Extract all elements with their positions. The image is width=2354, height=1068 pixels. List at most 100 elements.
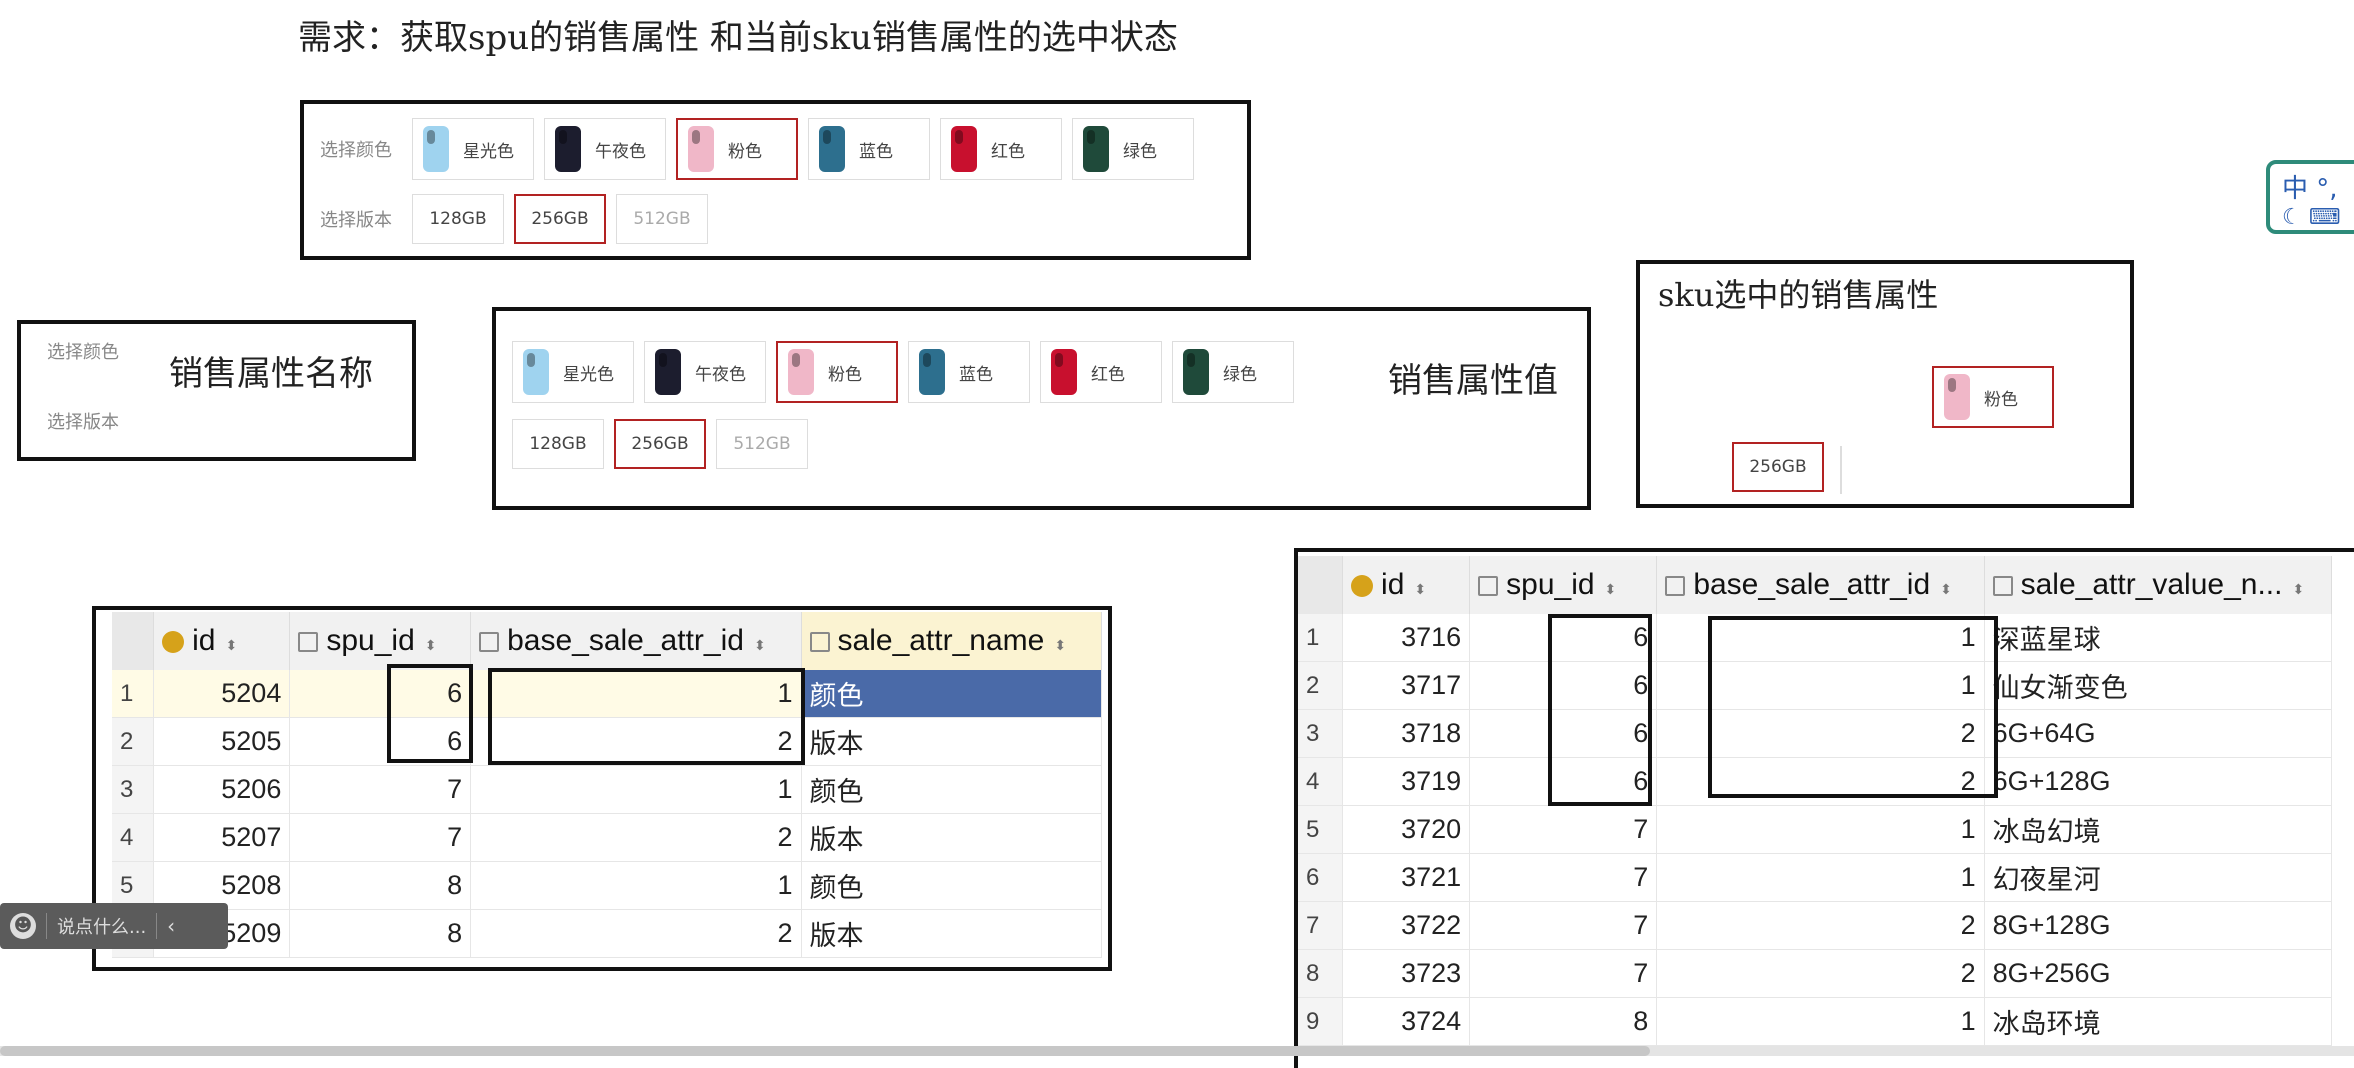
version-option[interactable]: 512GB <box>716 419 808 469</box>
cell-spu-id[interactable]: 6 <box>289 670 472 718</box>
cell-spu-id[interactable]: 7 <box>1469 949 1658 998</box>
cell-base-sale-attr-id[interactable]: 1 <box>470 670 802 718</box>
cell-sale-attr-value-name[interactable]: 冰岛幻境 <box>1984 805 2333 854</box>
version-option[interactable]: 512GB <box>616 194 708 244</box>
cell-base-sale-attr-id[interactable]: 1 <box>470 861 802 910</box>
scrollbar-thumb[interactable] <box>0 1046 1650 1056</box>
sort-icon[interactable]: ⬍ <box>225 637 238 653</box>
color-option[interactable]: 绿色 <box>1172 341 1294 403</box>
cell-base-sale-attr-id[interactable]: 1 <box>1656 853 1985 902</box>
cell-spu-id[interactable]: 7 <box>1469 805 1658 854</box>
sort-icon[interactable]: ⬍ <box>1414 581 1427 597</box>
cell-spu-id[interactable]: 6 <box>1469 614 1658 662</box>
cell-sale-attr-value-name[interactable]: 幻夜星河 <box>1984 853 2333 902</box>
cell-spu-id[interactable]: 8 <box>289 909 472 958</box>
row-number[interactable]: 2 <box>112 717 155 766</box>
cell-base-sale-attr-id[interactable]: 2 <box>1656 949 1985 998</box>
col-header-spu-id[interactable]: spu_id⬍ <box>289 612 472 670</box>
cell-spu-id[interactable]: 7 <box>289 813 472 862</box>
row-number[interactable]: 2 <box>1298 661 1344 710</box>
cell-sale-attr-name[interactable]: 版本 <box>801 717 1103 766</box>
row-number[interactable]: 8 <box>1298 949 1344 998</box>
col-header-id[interactable]: id⬍ <box>153 612 291 670</box>
cell-sale-attr-value-name[interactable]: 6G+128G <box>1984 757 2333 806</box>
row-number[interactable]: 9 <box>1298 997 1344 1046</box>
cell-sale-attr-value-name[interactable]: 仙女渐变色 <box>1984 661 2333 710</box>
row-number[interactable]: 5 <box>112 861 155 910</box>
color-option[interactable]: 星光色 <box>412 118 534 180</box>
color-option[interactable]: 蓝色 <box>808 118 930 180</box>
cell-base-sale-attr-id[interactable]: 2 <box>470 909 802 958</box>
row-number[interactable]: 3 <box>112 765 155 814</box>
cell-sale-attr-name[interactable]: 颜色 <box>801 861 1103 910</box>
cell-id[interactable]: 5208 <box>153 861 291 910</box>
col-header-id[interactable]: id⬍ <box>1342 556 1471 614</box>
cell-sale-attr-name[interactable]: 颜色 <box>801 670 1103 718</box>
cell-spu-id[interactable]: 6 <box>1469 757 1658 806</box>
emoji-icon[interactable]: ☻ <box>10 913 36 939</box>
cell-id[interactable]: 5206 <box>153 765 291 814</box>
cell-id[interactable]: 3723 <box>1342 949 1471 998</box>
row-number[interactable]: 6 <box>1298 853 1344 902</box>
row-number[interactable]: 1 <box>112 670 155 718</box>
sku-version-option[interactable]: 256GB <box>1732 442 1824 492</box>
collapse-icon[interactable]: ‹ <box>167 914 176 938</box>
table-row[interactable]: 6520982版本 <box>112 909 1103 958</box>
cell-base-sale-attr-id[interactable]: 2 <box>470 717 802 766</box>
version-option[interactable]: 128GB <box>412 194 504 244</box>
cell-base-sale-attr-id[interactable]: 1 <box>1656 805 1985 854</box>
cell-id[interactable]: 3719 <box>1342 757 1471 806</box>
cell-sale-attr-value-name[interactable]: 6G+64G <box>1984 709 2333 758</box>
cell-spu-id[interactable]: 8 <box>289 861 472 910</box>
row-number[interactable]: 3 <box>1298 709 1344 758</box>
ime-indicator[interactable]: 中 °, ☾ ⌨ <box>2266 160 2354 234</box>
color-option[interactable]: 粉色 <box>676 118 798 180</box>
sort-icon[interactable]: ⬍ <box>2292 581 2305 597</box>
col-header-spu-id[interactable]: spu_id⬍ <box>1469 556 1658 614</box>
cell-base-sale-attr-id[interactable]: 1 <box>470 765 802 814</box>
cell-spu-id[interactable]: 6 <box>289 717 472 766</box>
cell-id[interactable]: 3716 <box>1342 614 1471 662</box>
sort-icon[interactable]: ⬍ <box>424 637 437 653</box>
color-option[interactable]: 星光色 <box>512 341 634 403</box>
sort-icon[interactable]: ⬍ <box>1604 581 1617 597</box>
cell-id[interactable]: 3717 <box>1342 661 1471 710</box>
cell-sale-attr-value-name[interactable]: 8G+256G <box>1984 949 2333 998</box>
cell-id[interactable]: 3720 <box>1342 805 1471 854</box>
cell-id[interactable]: 5207 <box>153 813 291 862</box>
sort-icon[interactable]: ⬍ <box>1054 637 1067 653</box>
cell-id[interactable]: 5204 <box>153 670 291 718</box>
color-option[interactable]: 红色 <box>1040 341 1162 403</box>
cell-sale-attr-value-name[interactable]: 8G+128G <box>1984 901 2333 950</box>
sort-icon[interactable]: ⬍ <box>1940 581 1952 597</box>
row-number[interactable]: 4 <box>112 813 155 862</box>
cell-id[interactable]: 3721 <box>1342 853 1471 902</box>
version-option[interactable]: 256GB <box>614 419 706 469</box>
cell-sale-attr-name[interactable]: 版本 <box>801 909 1103 958</box>
cell-spu-id[interactable]: 6 <box>1469 709 1658 758</box>
color-option[interactable]: 蓝色 <box>908 341 1030 403</box>
col-header-base-sale-attr-id[interactable]: base_sale_attr_id⬍ <box>1656 556 1985 614</box>
color-option[interactable]: 粉色 <box>776 341 898 403</box>
cell-spu-id[interactable]: 6 <box>1469 661 1658 710</box>
version-option[interactable]: 256GB <box>514 194 606 244</box>
sort-icon[interactable]: ⬍ <box>753 637 766 653</box>
cell-spu-id[interactable]: 7 <box>1469 853 1658 902</box>
cell-id[interactable]: 3724 <box>1342 997 1471 1046</box>
col-header-sale-attr-value-name[interactable]: sale_attr_value_n...⬍ <box>1984 556 2333 614</box>
cell-sale-attr-value-name[interactable]: 冰岛环境 <box>1984 997 2333 1046</box>
cell-id[interactable]: 3722 <box>1342 901 1471 950</box>
color-option[interactable]: 午夜色 <box>644 341 766 403</box>
cell-spu-id[interactable]: 8 <box>1469 997 1658 1046</box>
cell-sale-attr-value-name[interactable]: 深蓝星球 <box>1984 614 2333 662</box>
row-number[interactable]: 7 <box>1298 901 1344 950</box>
